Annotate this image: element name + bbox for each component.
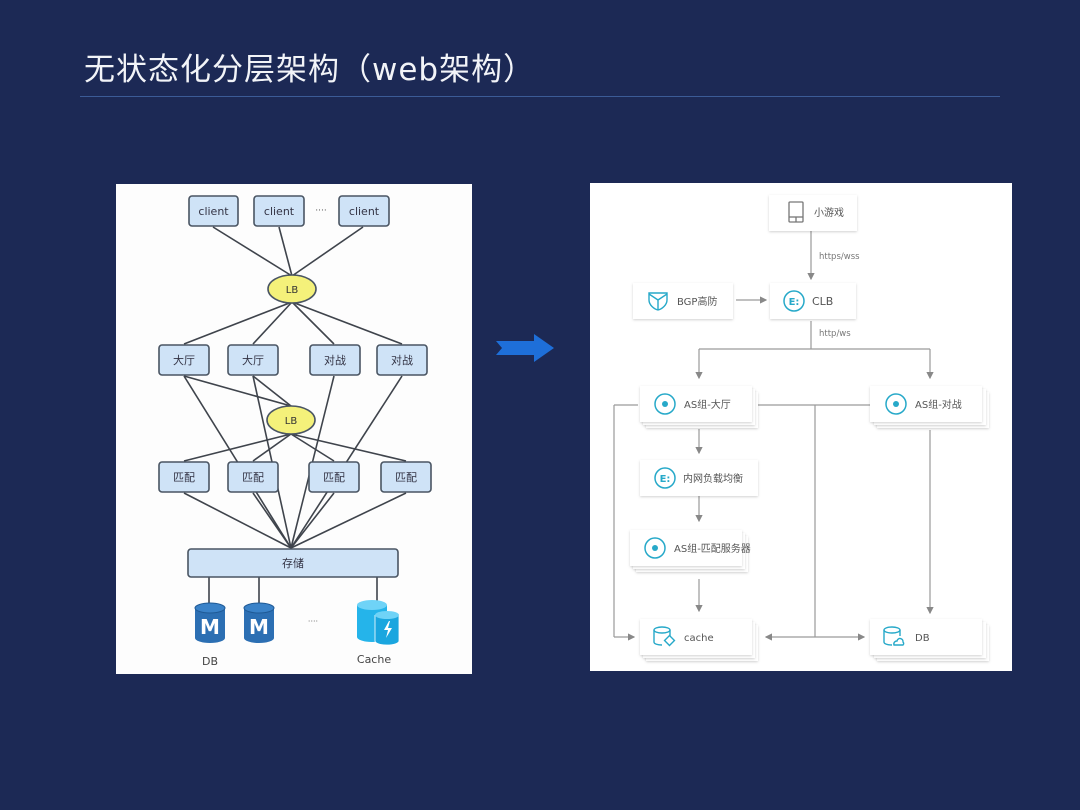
service-label: 大厅 (242, 353, 264, 367)
internal-lb-label: 内网负载均衡 (683, 472, 743, 485)
client-ellipsis: ···· (315, 206, 326, 216)
slide-title: 无状态化分层架构（web架构） (84, 52, 536, 88)
as-battle-label: AS组-对战 (915, 398, 962, 411)
db-icon-letter: M (200, 615, 220, 639)
left-diagram-svg: client client ···· client LB 大厅 大厅 对战 (158, 195, 432, 668)
as-match-node: AS组-匹配服务器 (630, 530, 751, 572)
db-icon-letter: M (249, 615, 269, 639)
bgp-label: BGP高防 (677, 295, 717, 308)
right-diagram-svg: https/wss http/ws 小游戏 BGP高防 (613, 195, 989, 661)
bgp-node: BGP高防 (633, 283, 733, 319)
as-battle-node: AS组-对战 (870, 386, 989, 428)
lightning-icon (384, 621, 392, 638)
lobby-service-node: 大厅 (158, 344, 210, 376)
clb-node: E: CLB (770, 283, 856, 319)
mini-game-node: 小游戏 (769, 195, 857, 231)
cache-node: cache (640, 619, 758, 661)
internal-lb-node: E: 内网负载均衡 (640, 460, 758, 496)
lobby-service-node: 大厅 (227, 344, 279, 376)
svg-text:E:: E: (660, 474, 671, 485)
db-label: DB (915, 633, 930, 644)
storage-ellipsis: ···· (308, 617, 318, 626)
storage-node: 存储 (187, 548, 399, 578)
cloud-database-icon (883, 626, 905, 646)
client-label: client (349, 205, 380, 218)
match-label: 匹配 (242, 471, 264, 484)
left-architecture-diagram: client client ···· client LB 大厅 大厅 对战 (116, 184, 472, 674)
battle-service-node: 对战 (376, 344, 428, 376)
match-node: 匹配 (308, 461, 360, 493)
cache-database-icon (653, 626, 676, 647)
mobile-phone-icon (788, 201, 804, 223)
load-balancer-icon: E: (654, 467, 676, 489)
match-node: 匹配 (380, 461, 432, 493)
client-node: client (188, 195, 239, 227)
match-label: 匹配 (173, 471, 195, 484)
right-arrow-icon (494, 333, 556, 367)
cache-icon (357, 600, 400, 646)
battle-service-node: 对战 (309, 344, 361, 376)
database-icon: M (194, 602, 226, 643)
right-connectors (613, 229, 934, 641)
load-balancer-top: LB (267, 274, 317, 304)
cache-label: cache (684, 633, 714, 644)
match-node: 匹配 (227, 461, 279, 493)
load-balancer-mid: LB (266, 405, 316, 435)
service-label: 对战 (324, 353, 346, 367)
as-lobby-node: AS组-大厅 (640, 386, 758, 428)
service-label: 大厅 (173, 353, 195, 367)
auto-scaling-icon (654, 393, 676, 415)
match-label: 匹配 (395, 471, 417, 484)
load-balancer-icon: E: (783, 290, 805, 312)
match-label: 匹配 (323, 471, 345, 484)
database-icon: M (243, 602, 275, 643)
cache-label: Cache (357, 653, 391, 666)
svg-text:E:: E: (789, 297, 800, 308)
storage-label: 存储 (282, 556, 304, 570)
protocol-label-https: https/wss (819, 252, 860, 262)
auto-scaling-icon (644, 537, 666, 559)
client-node: client (253, 195, 305, 227)
mini-game-label: 小游戏 (814, 206, 844, 219)
db-node: DB (870, 619, 989, 661)
clb-label: CLB (812, 295, 833, 308)
shield-icon (648, 292, 668, 311)
protocol-label-http: http/ws (819, 329, 851, 339)
title-divider (80, 96, 1000, 97)
as-match-label: AS组-匹配服务器 (674, 542, 751, 555)
service-label: 对战 (391, 353, 413, 367)
right-architecture-diagram: https/wss http/ws 小游戏 BGP高防 (590, 183, 1012, 671)
match-node: 匹配 (158, 461, 210, 493)
client-label: client (198, 205, 229, 218)
lb-label: LB (285, 416, 298, 427)
auto-scaling-icon (885, 393, 907, 415)
client-node: client (338, 195, 390, 227)
client-label: client (264, 205, 295, 218)
as-lobby-label: AS组-大厅 (684, 398, 731, 411)
db-label: DB (202, 655, 218, 668)
lb-label: LB (286, 285, 299, 296)
